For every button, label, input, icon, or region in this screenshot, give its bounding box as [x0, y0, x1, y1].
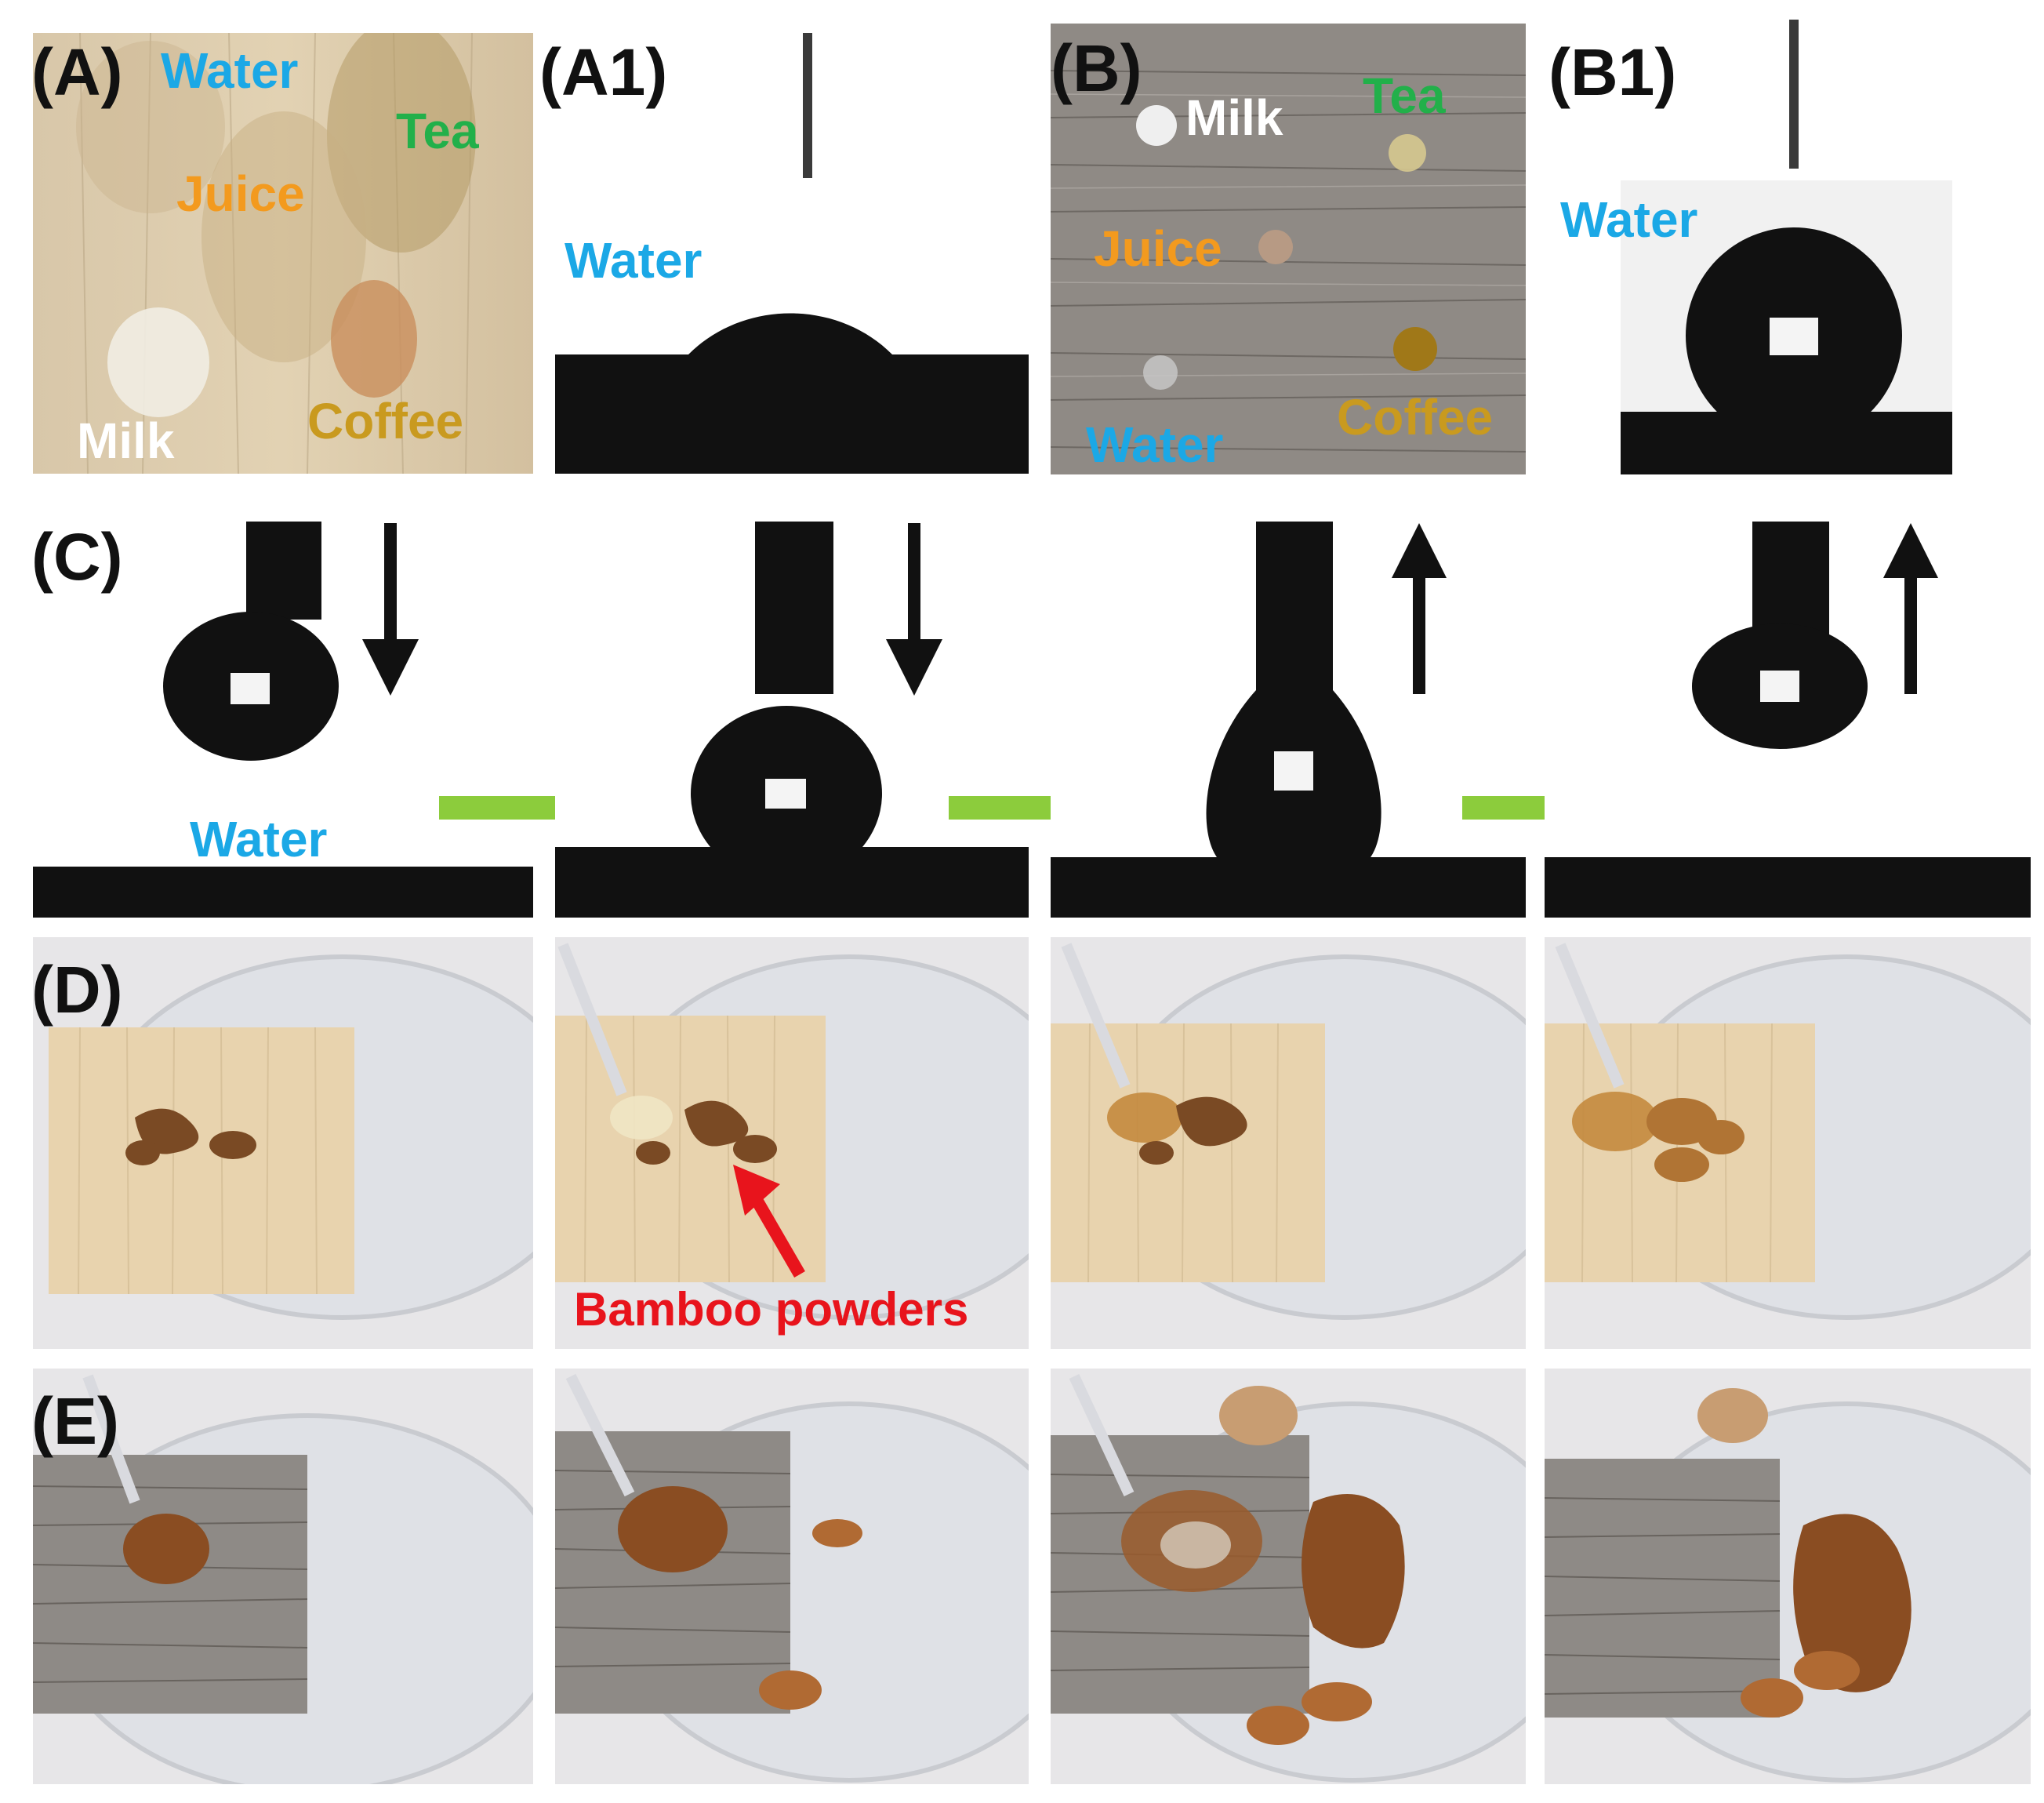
panel-b-photo	[1051, 24, 1526, 474]
up-arrow-icon	[1392, 523, 1447, 694]
needle-icon	[1789, 20, 1799, 169]
panel-d-frame-1	[33, 937, 533, 1349]
panel-c-frame-4	[1545, 522, 2031, 918]
juice-label: Juice	[176, 165, 305, 222]
panel-e-frame-2	[555, 1369, 1029, 1784]
bamboo-powders-annotation: Bamboo powders	[574, 1283, 969, 1336]
panel-b-label: (B)	[1051, 31, 1142, 105]
panel-a1-contact-angle	[555, 33, 1029, 474]
b1-water-label: Water	[1560, 191, 1698, 248]
panel-d-label: (D)	[31, 953, 123, 1027]
b-tea-label: Tea	[1363, 67, 1446, 124]
panel-e-label: (E)	[31, 1384, 119, 1458]
b-coffee-label: Coffee	[1337, 389, 1494, 445]
milk-label: Milk	[77, 413, 175, 469]
panel-d-frame-3	[1051, 937, 1526, 1349]
b-juice-label: Juice	[1094, 220, 1222, 277]
panel-d-frame-4	[1545, 937, 2031, 1349]
panel-b1-contact-angle	[1545, 16, 2031, 474]
panel-e-frame-4	[1545, 1369, 2031, 1784]
panel-c-frame-3	[1051, 522, 1526, 918]
panel-c-frame-1	[33, 522, 533, 918]
annotation-arrow-icon	[733, 1165, 805, 1278]
tea-label: Tea	[396, 103, 479, 159]
a1-water-label: Water	[565, 232, 703, 289]
b-milk-label: Milk	[1185, 89, 1283, 146]
c-water-label: Water	[190, 811, 328, 867]
down-arrow-icon	[886, 523, 942, 696]
panel-c-label: (C)	[31, 520, 123, 594]
up-arrow-icon	[1883, 523, 1938, 694]
flat-droplet-icon	[555, 313, 1029, 474]
water-label: Water	[161, 42, 299, 99]
down-arrow-icon	[362, 523, 419, 696]
panel-a-photo	[33, 33, 533, 474]
b-water-label: Water	[1086, 416, 1224, 473]
panel-a1-label: (A1)	[539, 35, 668, 109]
panel-c-frame-2	[555, 522, 1029, 918]
panel-a-label: (A)	[31, 35, 123, 109]
panel-b1-label: (B1)	[1548, 35, 1677, 109]
coffee-label: Coffee	[307, 393, 464, 449]
panel-e-frame-1	[33, 1369, 533, 1784]
panel-d-frame-2	[555, 937, 1029, 1349]
needle-icon	[803, 33, 812, 178]
panel-e-frame-3	[1051, 1369, 1526, 1784]
